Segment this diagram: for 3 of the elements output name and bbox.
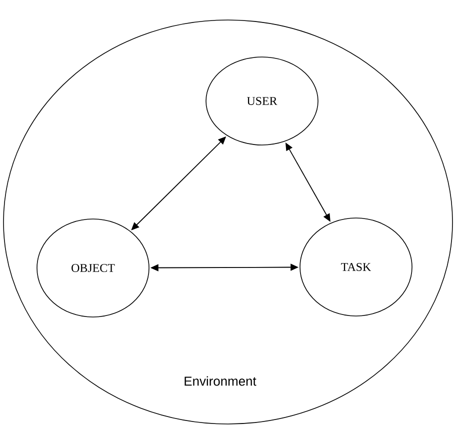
ellipse-node: TASK (300, 218, 412, 316)
ellipse-node: OBJECT (36, 218, 150, 318)
ellipse-node: USER (206, 56, 318, 146)
